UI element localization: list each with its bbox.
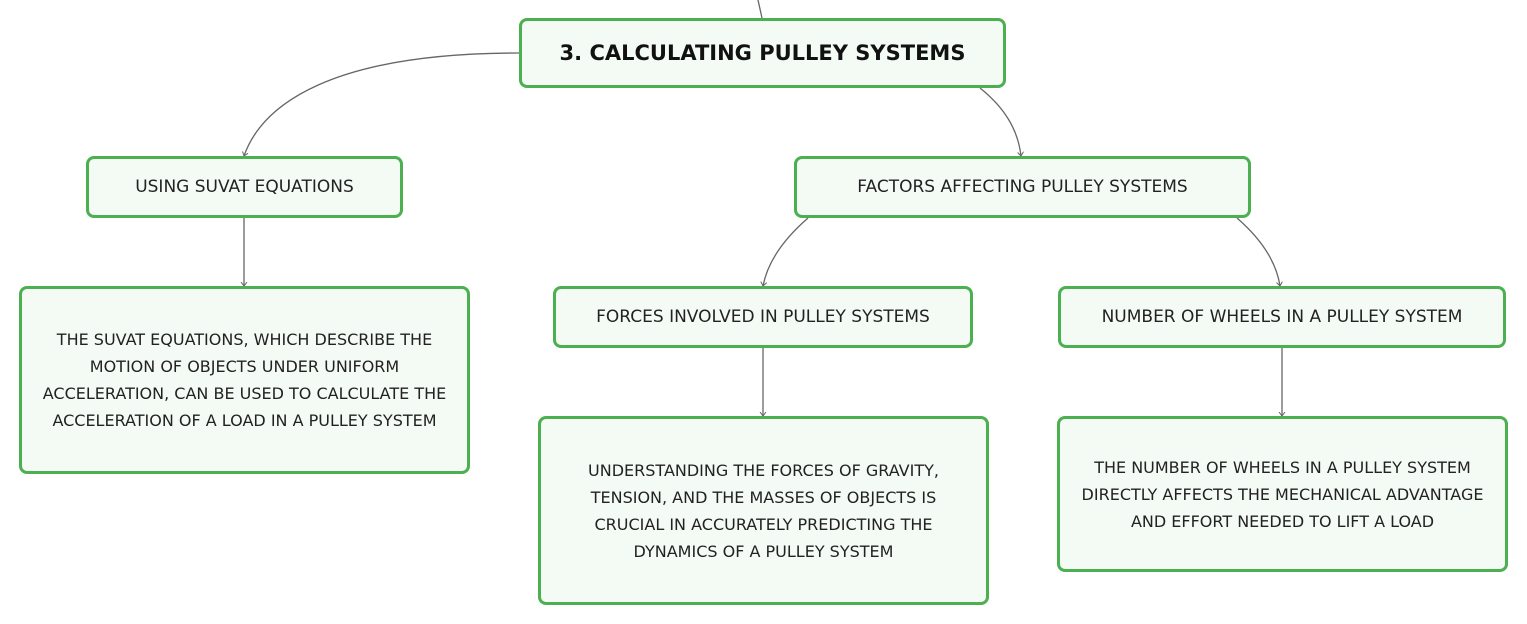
suvat-equations-node[interactable]: USING SUVAT EQUATIONS [86,156,403,218]
root-node[interactable]: 3. CALCULATING PULLEY SYSTEMS [519,18,1006,88]
wheels-description-node[interactable]: THE NUMBER OF WHEELS IN A PULLEY SYSTEM … [1057,416,1508,572]
forces-involved-node[interactable]: FORCES INVOLVED IN PULLEY SYSTEMS [553,286,973,348]
suvat-description-text: THE SUVAT EQUATIONS, WHICH DESCRIBE THE … [42,330,447,430]
factors-affecting-node[interactable]: FACTORS AFFECTING PULLEY SYSTEMS [794,156,1251,218]
number-of-wheels-node[interactable]: NUMBER OF WHEELS IN A PULLEY SYSTEM [1058,286,1506,348]
factors-affecting-label: FACTORS AFFECTING PULLEY SYSTEMS [857,177,1188,197]
connector-factors-to-forces [763,217,809,286]
connector-factors-to-wheels [1236,217,1280,286]
wheels-description-text: THE NUMBER OF WHEELS IN A PULLEY SYSTEM … [1081,457,1484,531]
connector-root-to-factors [979,87,1021,156]
connector-root-to-suvat [244,52,520,156]
forces-involved-label: FORCES INVOLVED IN PULLEY SYSTEMS [596,307,930,327]
root-node-label: 3. CALCULATING PULLEY SYSTEMS [559,41,966,65]
forces-description-text: UNDERSTANDING THE FORCES OF GRAVITY, TEN… [588,460,939,561]
suvat-equations-label: USING SUVAT EQUATIONS [135,177,354,197]
connector-parent-to-root [757,0,763,19]
forces-description-node[interactable]: UNDERSTANDING THE FORCES OF GRAVITY, TEN… [538,416,989,605]
suvat-description-node[interactable]: THE SUVAT EQUATIONS, WHICH DESCRIBE THE … [19,286,470,474]
number-of-wheels-label: NUMBER OF WHEELS IN A PULLEY SYSTEM [1101,307,1463,327]
